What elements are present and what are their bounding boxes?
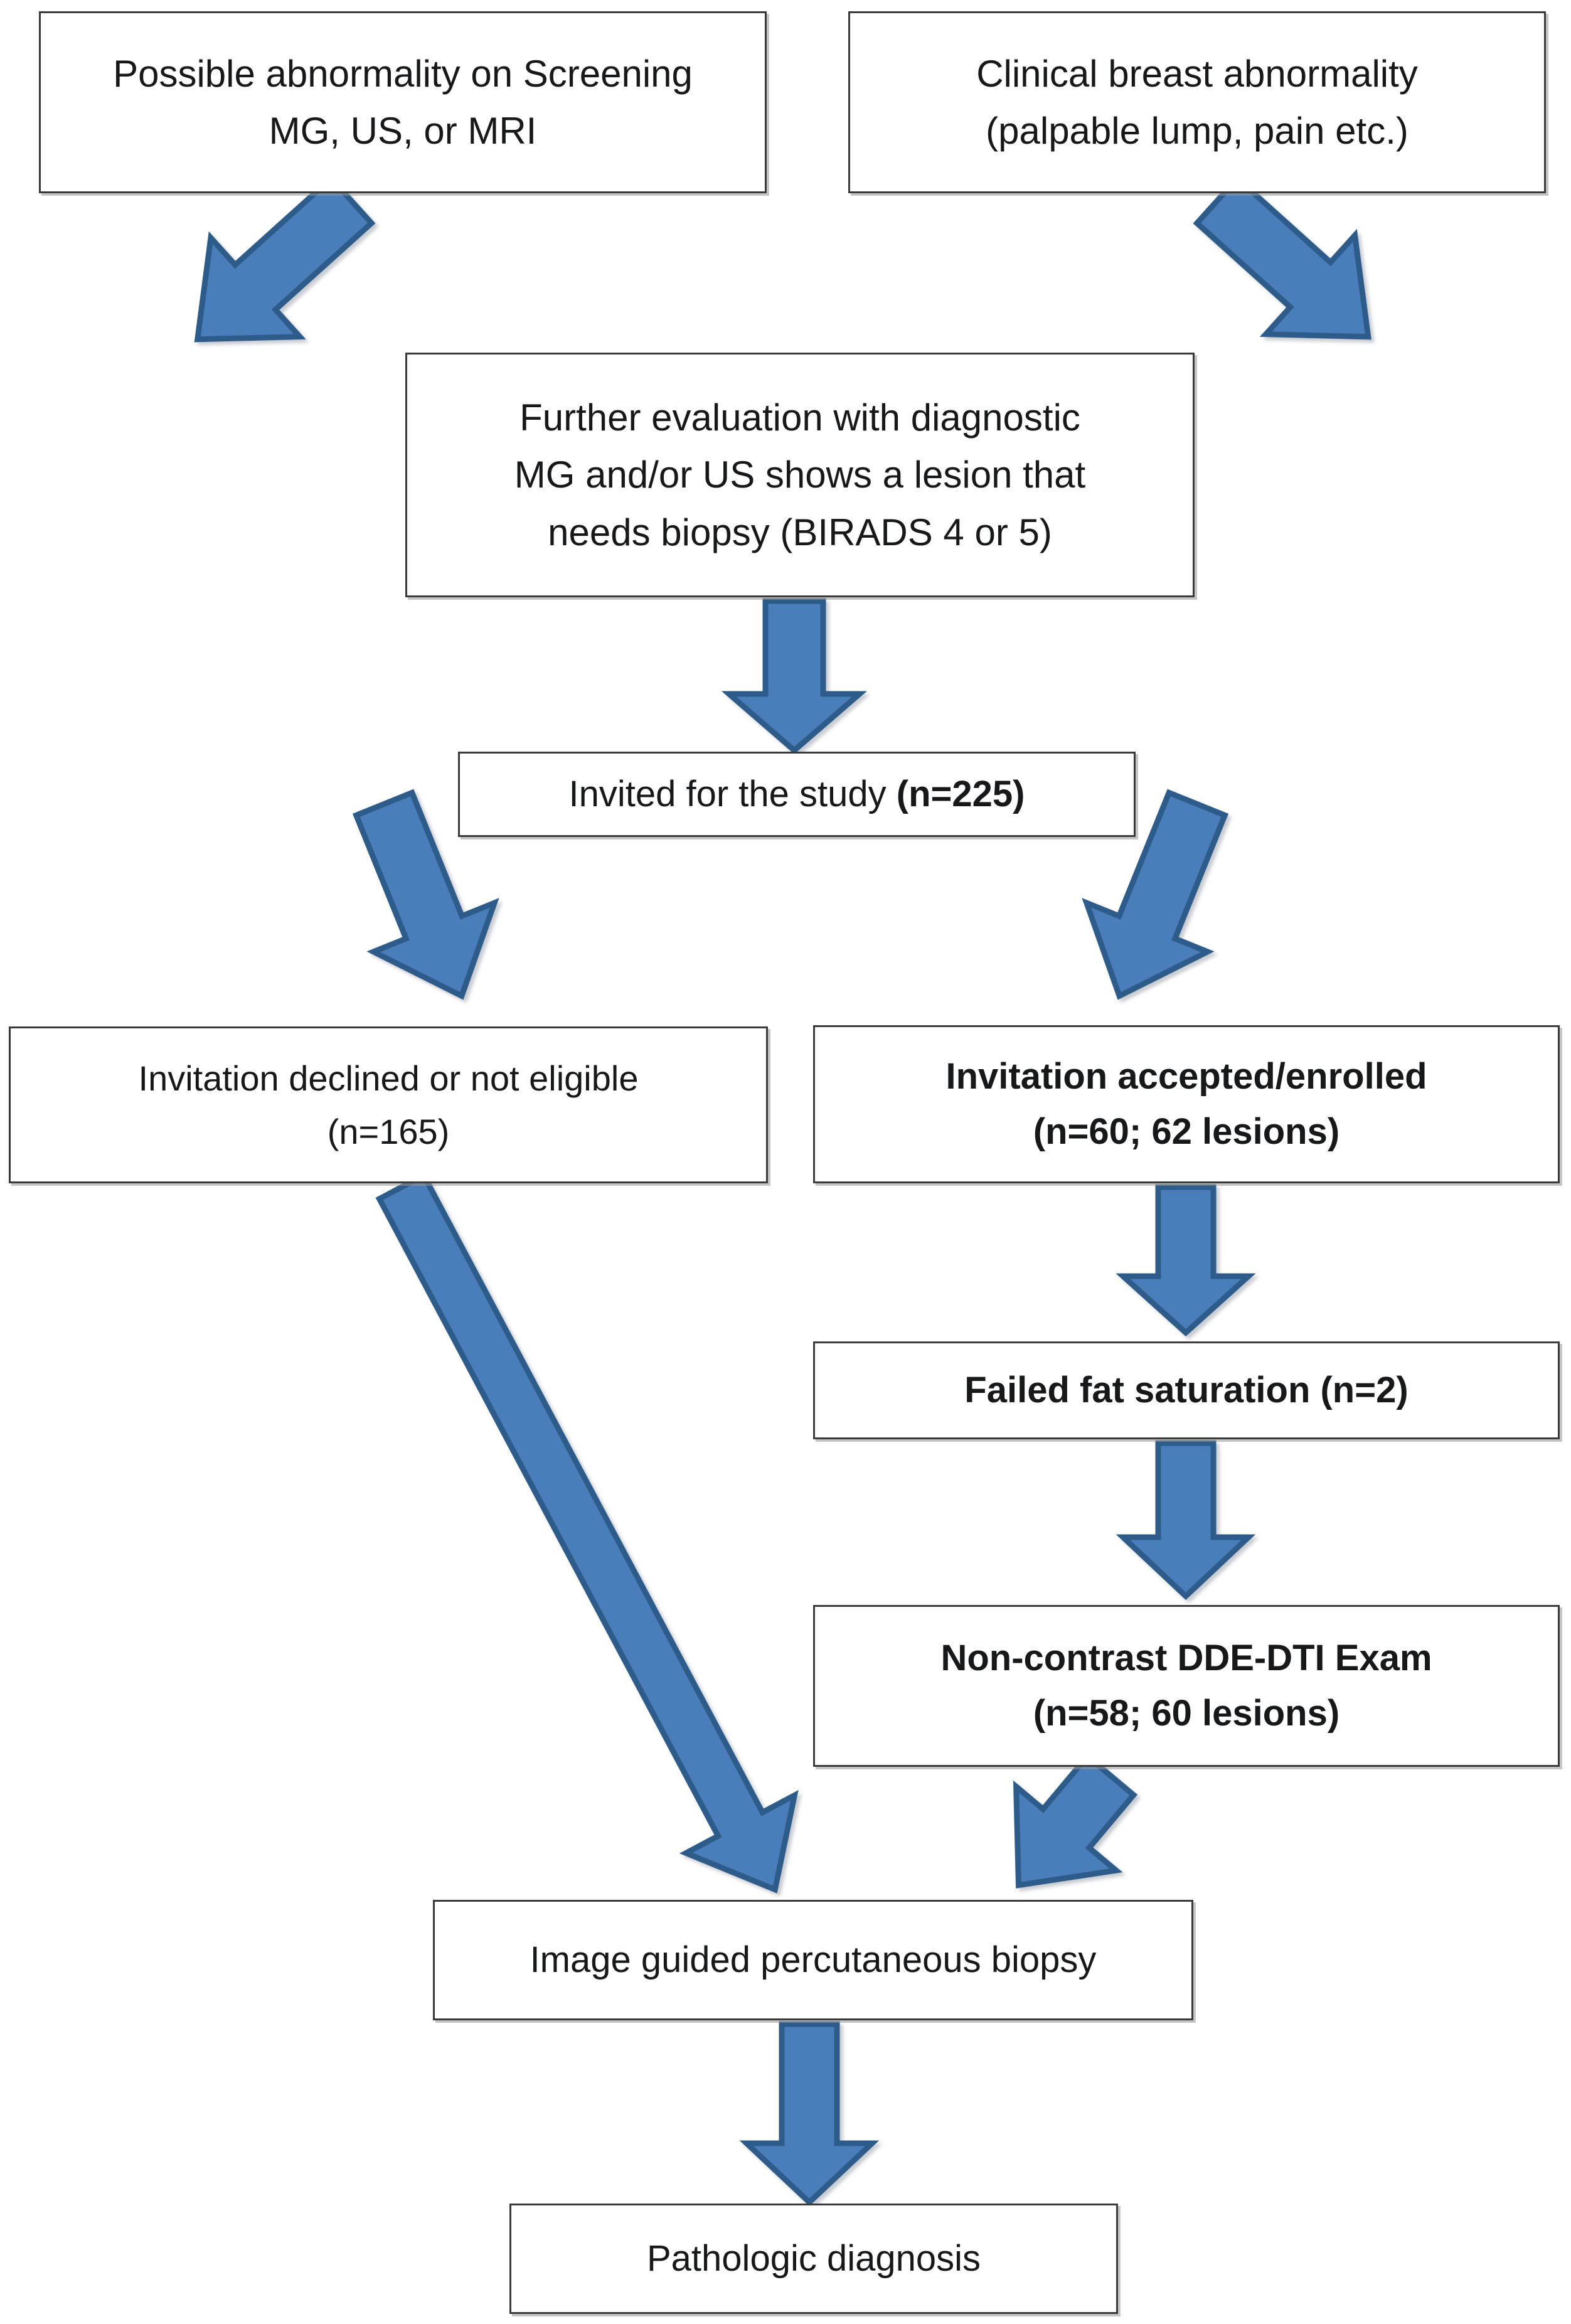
arrow-further-to-invited xyxy=(721,598,868,754)
arrow-declined-to-biopsy xyxy=(375,1171,799,1894)
node-invited-for-study[interactable]: Invited for the study (n=225) xyxy=(458,752,1136,837)
node-line: Further evaluation with diagnostic xyxy=(519,397,1080,439)
node-possible-abnormality-screening[interactable]: Possible abnormality on Screening MG, US… xyxy=(39,11,767,193)
node-line: (n=165) xyxy=(327,1112,450,1151)
node-non-contrast-dde-dti-exam[interactable]: Non-contrast DDE-DTI Exam (n=58; 60 lesi… xyxy=(813,1605,1560,1767)
arrow-biopsy-to-pathologic xyxy=(739,2021,880,2207)
node-line: Invited for the study (n=225) xyxy=(460,767,1134,822)
node-line: MG and/or US shows a lesion that xyxy=(514,454,1086,496)
node-failed-fat-saturation[interactable]: Failed fat saturation (n=2) xyxy=(813,1341,1560,1439)
node-line: Pathologic diagnosis xyxy=(646,2237,981,2279)
node-invitation-declined[interactable]: Invitation declined or not eligible (n=1… xyxy=(9,1026,768,1183)
node-pathologic-diagnosis[interactable]: Pathologic diagnosis xyxy=(509,2204,1118,2314)
node-clinical-breast-abnormality[interactable]: Clinical breast abnormality (palpable lu… xyxy=(848,11,1546,193)
node-line: (n=60; 62 lesions) xyxy=(1033,1111,1340,1152)
node-line: MG, US, or MRI xyxy=(269,110,537,152)
node-line: Image guided percutaneous biopsy xyxy=(530,1939,1097,1980)
node-further-evaluation[interactable]: Further evaluation with diagnostic MG an… xyxy=(405,353,1195,597)
node-image-guided-percutaneous-biopsy[interactable]: Image guided percutaneous biopsy xyxy=(433,1900,1193,2020)
node-line: Non-contrast DDE-DTI Exam xyxy=(940,1637,1432,1678)
node-line: (n=58; 60 lesions) xyxy=(1033,1693,1340,1734)
node-line: Clinical breast abnormality xyxy=(976,52,1418,95)
node-line: Invitation accepted/enrolled xyxy=(945,1055,1427,1097)
node-count-badge: (n=225) xyxy=(896,773,1025,814)
node-line: Invitation declined or not eligible xyxy=(138,1058,639,1098)
arrow-accepted-to-failedfat xyxy=(1116,1184,1256,1337)
node-line: Possible abnormality on Screening xyxy=(113,52,693,95)
arrow-failedfat-to-ddedti xyxy=(1116,1440,1256,1601)
node-line: needs biopsy (BIRADS 4 or 5) xyxy=(548,511,1052,553)
node-line-text: Invited for the study xyxy=(568,773,897,814)
node-line: Failed fat saturation (n=2) xyxy=(964,1369,1409,1410)
node-line: (palpable lump, pain etc.) xyxy=(986,110,1409,152)
node-invitation-accepted-enrolled[interactable]: Invitation accepted/enrolled (n=60; 62 l… xyxy=(813,1025,1560,1183)
